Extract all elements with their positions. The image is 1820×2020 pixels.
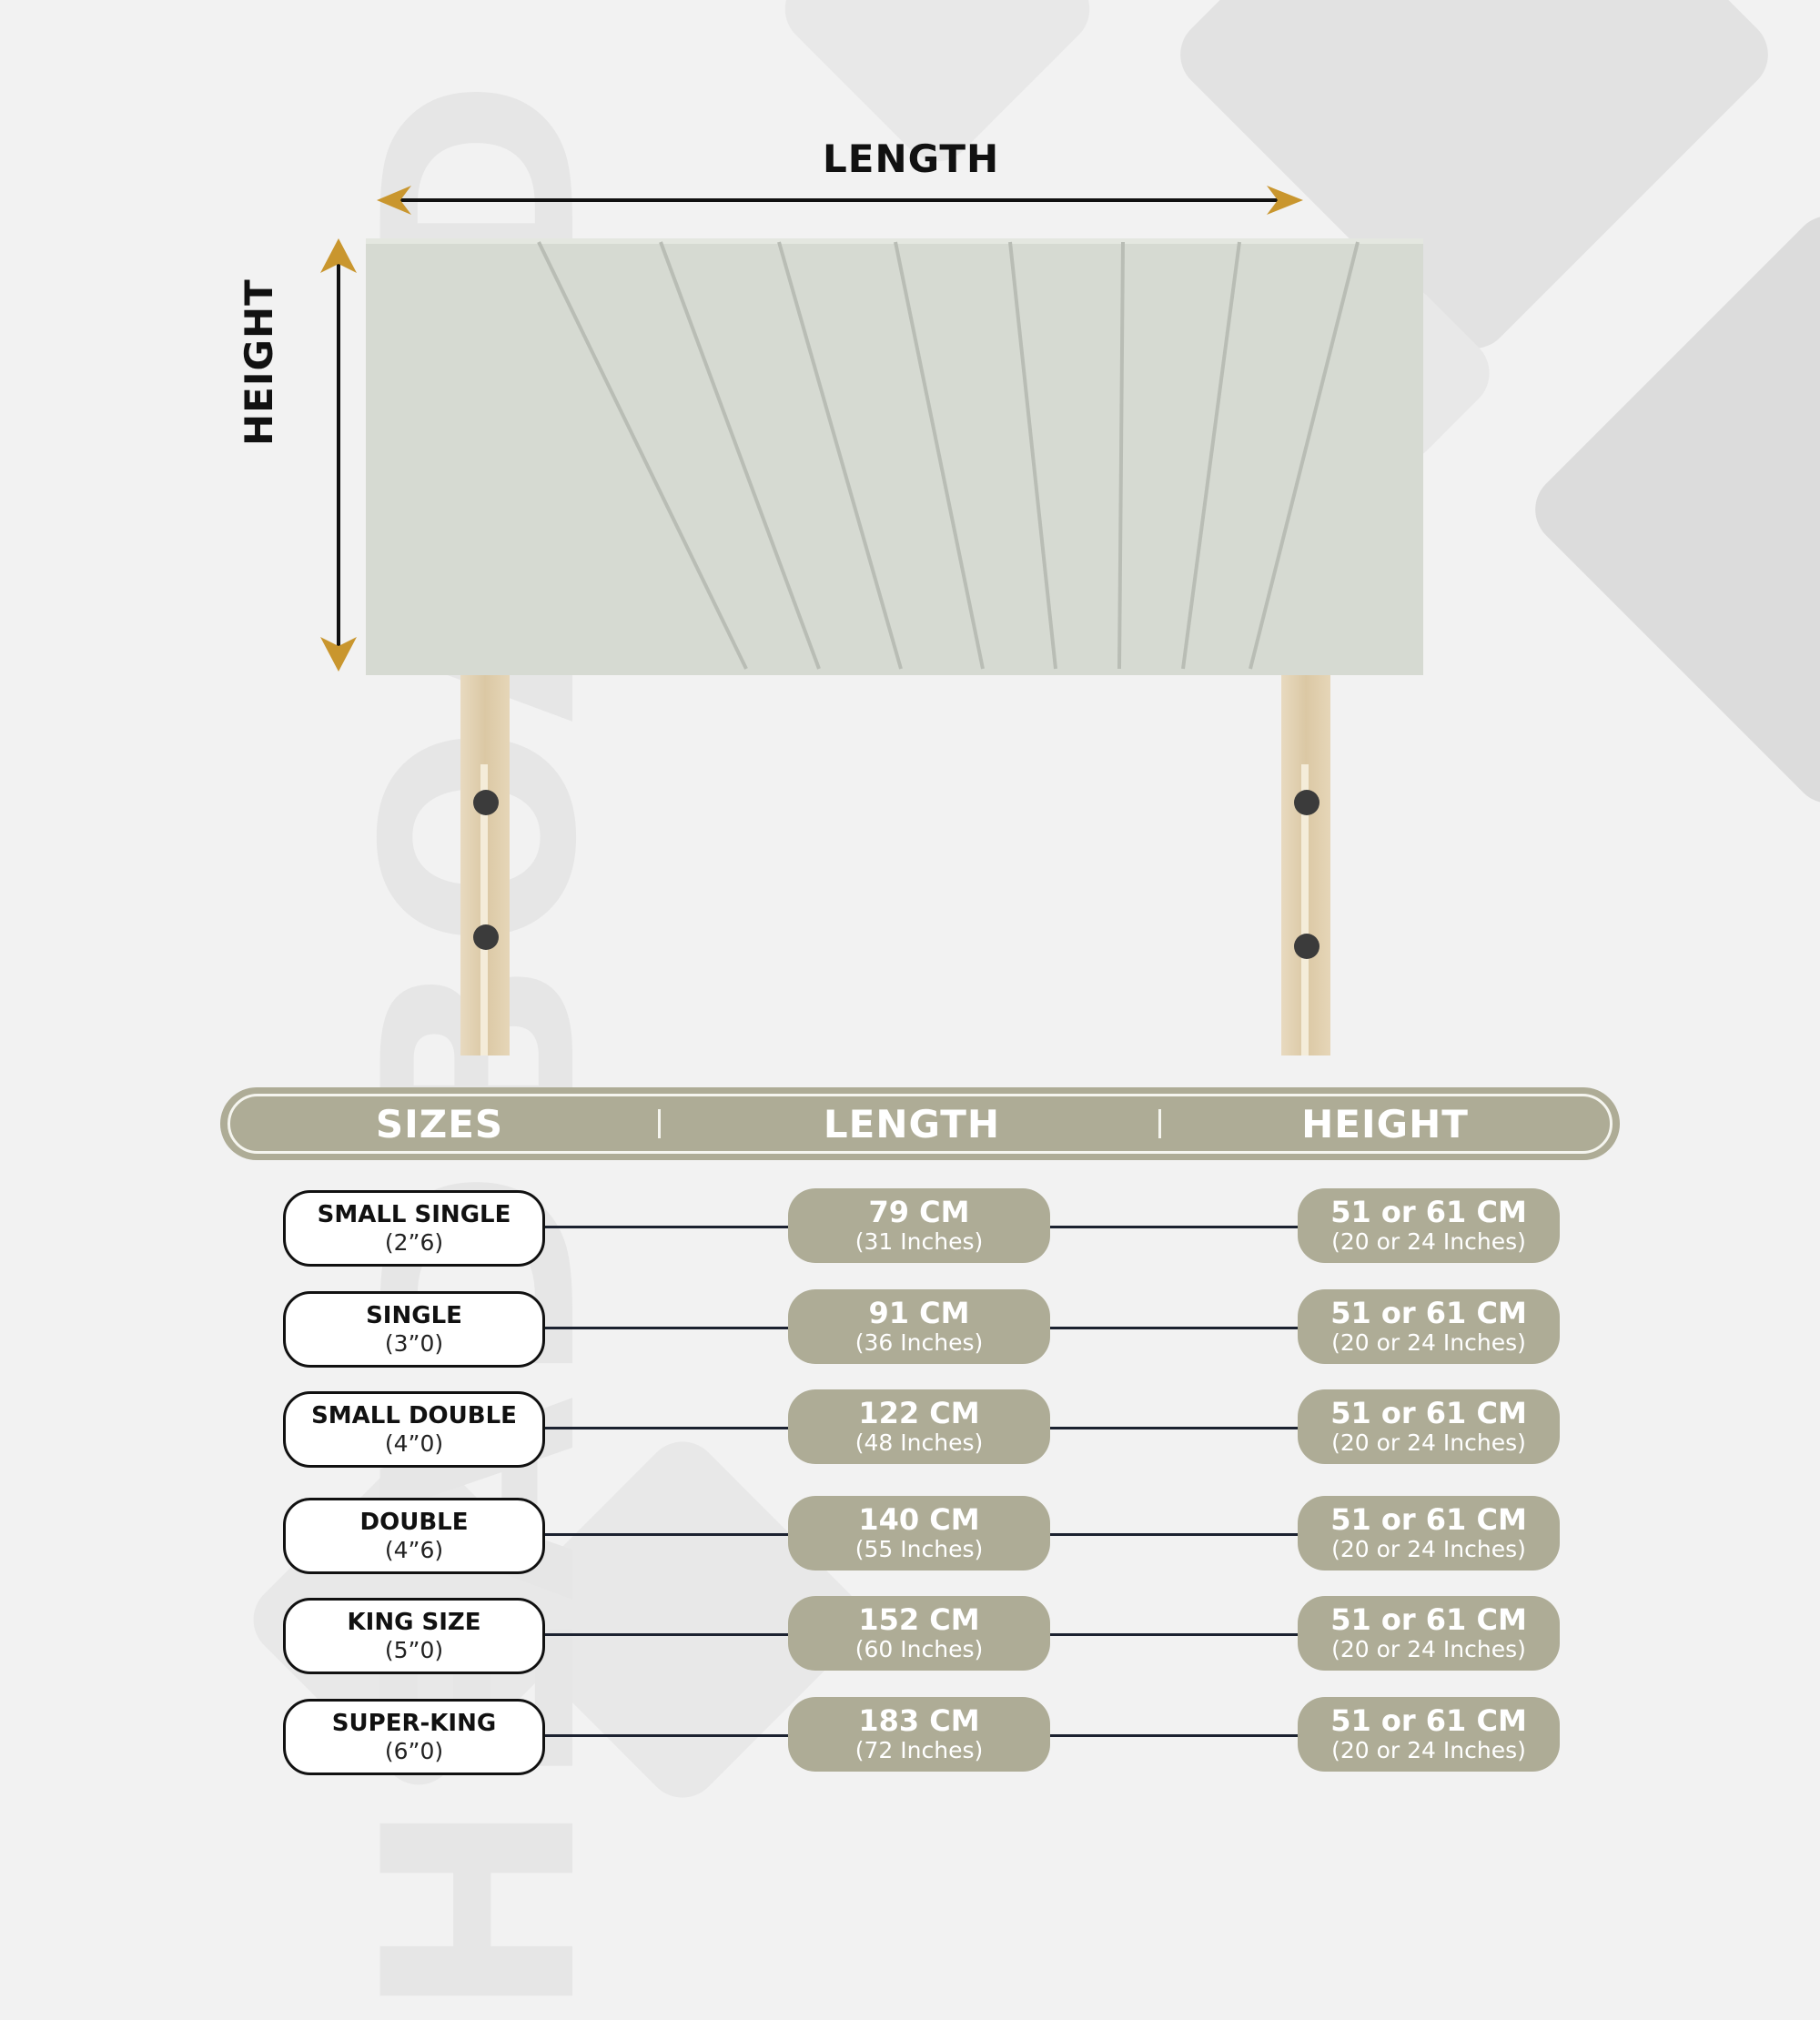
length-pill: 183 CM(72 Inches) xyxy=(788,1697,1050,1772)
header-divider xyxy=(1158,1109,1161,1138)
length-inches: (55 Inches) xyxy=(854,1536,984,1562)
height-inches: (20 or 24 Inches) xyxy=(1331,1636,1526,1662)
header-length: LENGTH xyxy=(823,1101,1001,1146)
row-connector xyxy=(1050,1734,1298,1737)
row-connector xyxy=(542,1734,788,1737)
header-sizes: SIZES xyxy=(375,1101,504,1146)
headboard-illustration xyxy=(320,186,1423,1055)
length-inches: (48 Inches) xyxy=(854,1429,984,1456)
row-connector xyxy=(1050,1427,1298,1429)
height-inches: (20 or 24 Inches) xyxy=(1331,1329,1526,1356)
row-connector xyxy=(542,1327,788,1329)
length-inches: (72 Inches) xyxy=(854,1737,984,1763)
row-connector xyxy=(1050,1533,1298,1536)
height-cm: 51 or 61 CM xyxy=(1330,1195,1527,1229)
length-pill: 91 CM(36 Inches) xyxy=(788,1289,1050,1364)
height-pill: 51 or 61 CM(20 or 24 Inches) xyxy=(1298,1389,1560,1464)
length-cm: 79 CM xyxy=(868,1195,970,1229)
row-connector xyxy=(542,1226,788,1228)
length-cm: 91 CM xyxy=(868,1296,970,1330)
size-pill: SINGLE(3”0) xyxy=(283,1291,545,1368)
length-pill: 79 CM(31 Inches) xyxy=(788,1188,1050,1263)
height-pill: 51 or 61 CM(20 or 24 Inches) xyxy=(1298,1496,1560,1571)
right-leg xyxy=(1281,673,1330,1055)
row-connector xyxy=(1050,1633,1298,1636)
height-inches: (20 or 24 Inches) xyxy=(1331,1536,1526,1562)
size-pill: SMALL DOUBLE(4”0) xyxy=(283,1391,545,1468)
size-code: (4”6) xyxy=(384,1537,444,1563)
size-pill: DOUBLE(4”6) xyxy=(283,1498,545,1574)
length-cm: 183 CM xyxy=(858,1703,980,1738)
size-code: (6”0) xyxy=(384,1738,444,1764)
length-cm: 140 CM xyxy=(858,1502,980,1537)
height-inches: (20 or 24 Inches) xyxy=(1331,1228,1526,1255)
size-name: SUPER-KING xyxy=(331,1710,497,1737)
row-connector xyxy=(542,1427,788,1429)
height-pill: 51 or 61 CM(20 or 24 Inches) xyxy=(1298,1596,1560,1671)
length-pill: 140 CM(55 Inches) xyxy=(788,1496,1050,1571)
row-connector xyxy=(1050,1327,1298,1329)
size-pill: KING SIZE(5”0) xyxy=(283,1598,545,1674)
left-leg xyxy=(460,673,510,1055)
length-cm: 122 CM xyxy=(858,1396,980,1430)
height-pill: 51 or 61 CM(20 or 24 Inches) xyxy=(1298,1188,1560,1263)
length-inches: (36 Inches) xyxy=(854,1329,984,1356)
length-label: LENGTH xyxy=(823,136,1000,181)
length-inches: (60 Inches) xyxy=(854,1636,984,1662)
size-code: (2”6) xyxy=(384,1229,444,1256)
height-cm: 51 or 61 CM xyxy=(1330,1703,1527,1738)
height-pill: 51 or 61 CM(20 or 24 Inches) xyxy=(1298,1697,1560,1772)
length-arrow xyxy=(377,186,1303,215)
height-label: HEIGHT xyxy=(237,278,281,446)
bolt-icon xyxy=(1294,790,1320,815)
height-pill: 51 or 61 CM(20 or 24 Inches) xyxy=(1298,1289,1560,1364)
height-inches: (20 or 24 Inches) xyxy=(1331,1737,1526,1763)
table-header: SIZES LENGTH HEIGHT xyxy=(220,1087,1620,1160)
bg-diamond xyxy=(1520,200,1820,819)
size-name: SMALL SINGLE xyxy=(317,1201,511,1228)
length-cm: 152 CM xyxy=(858,1602,980,1637)
length-inches: (31 Inches) xyxy=(854,1228,984,1255)
bolt-icon xyxy=(473,790,499,815)
size-code: (3”0) xyxy=(384,1330,444,1357)
header-height: HEIGHT xyxy=(1301,1101,1469,1146)
bolt-icon xyxy=(1294,934,1320,959)
height-cm: 51 or 61 CM xyxy=(1330,1296,1527,1330)
size-name: SINGLE xyxy=(366,1302,462,1329)
height-cm: 51 or 61 CM xyxy=(1330,1396,1527,1430)
size-pill: SUPER-KING(6”0) xyxy=(283,1699,545,1775)
size-name: KING SIZE xyxy=(347,1609,481,1636)
size-name: SMALL DOUBLE xyxy=(311,1402,517,1429)
row-connector xyxy=(542,1633,788,1636)
length-pill: 122 CM(48 Inches) xyxy=(788,1389,1050,1464)
header-divider xyxy=(658,1109,661,1138)
length-pill: 152 CM(60 Inches) xyxy=(788,1596,1050,1671)
height-cm: 51 or 61 CM xyxy=(1330,1502,1527,1537)
bolt-icon xyxy=(473,924,499,950)
height-cm: 51 or 61 CM xyxy=(1330,1602,1527,1637)
size-name: DOUBLE xyxy=(359,1509,469,1536)
size-code: (4”0) xyxy=(384,1430,444,1457)
headboard-panel xyxy=(366,238,1423,675)
height-arrow xyxy=(320,238,357,672)
height-inches: (20 or 24 Inches) xyxy=(1331,1429,1526,1456)
row-connector xyxy=(542,1533,788,1536)
size-pill: SMALL SINGLE(2”6) xyxy=(283,1190,545,1267)
size-code: (5”0) xyxy=(384,1637,444,1663)
row-connector xyxy=(1050,1226,1298,1228)
